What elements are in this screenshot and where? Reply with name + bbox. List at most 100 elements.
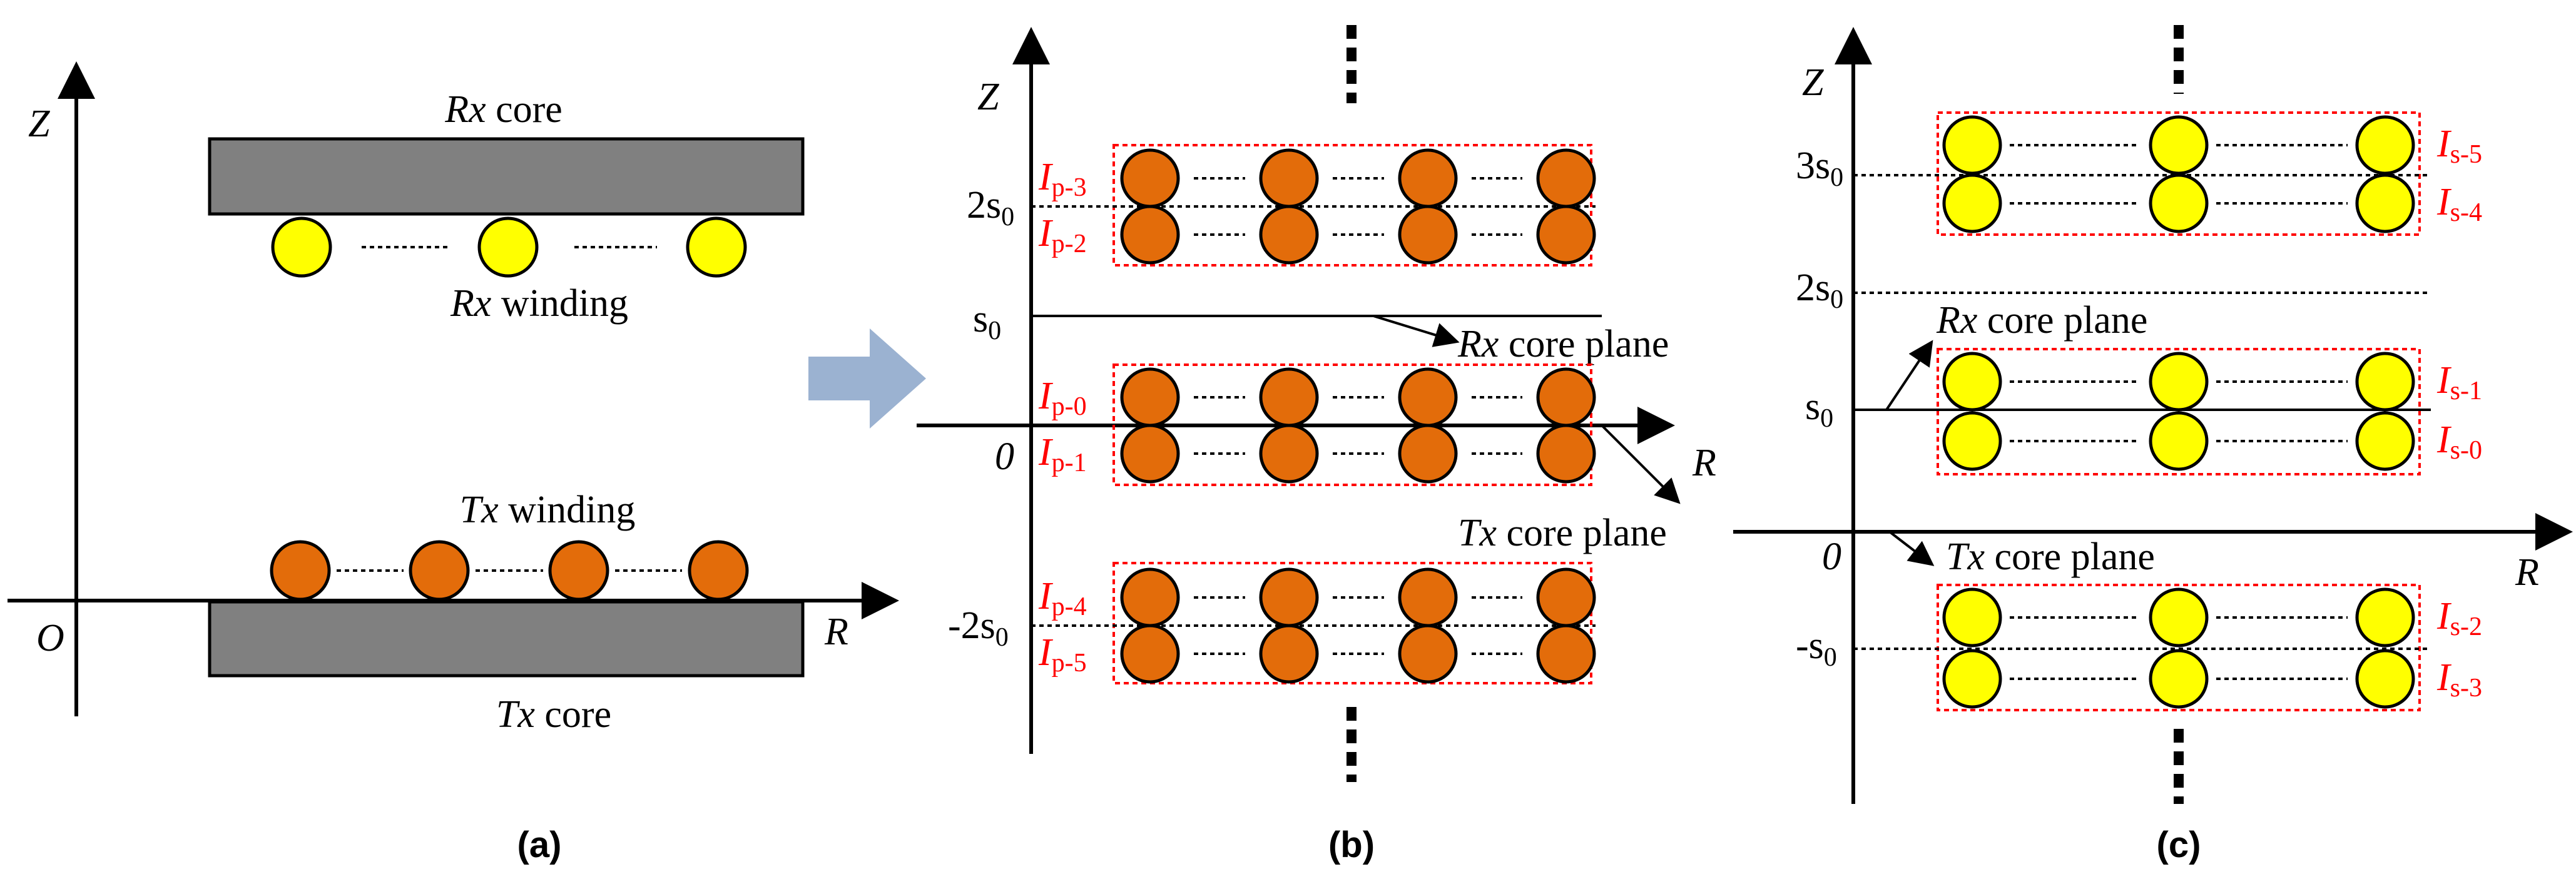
tx-conductor (548, 540, 609, 601)
z-axis-label: Z (1802, 61, 1824, 104)
image-pair-box (1937, 111, 2421, 236)
conductor (1398, 567, 1458, 628)
tx-core-plane-label: Tx core plane (1946, 536, 2155, 578)
tick-s0: s0 (1805, 385, 1833, 433)
current-label-p1: Ip-1 (1038, 431, 1087, 477)
conductor (1398, 367, 1458, 427)
conductor (1942, 587, 2002, 648)
tick-neg-s0: -s0 (1796, 624, 1837, 672)
conductor (2149, 115, 2209, 175)
current-label-s5: Is-5 (2436, 123, 2482, 169)
tx-core-label: Tx core (496, 693, 611, 736)
current-label-s2: Is-2 (2436, 595, 2482, 641)
conductor (1536, 367, 1596, 427)
caption-b: (b) (1328, 825, 1375, 865)
current-label-s3: Is-3 (2436, 656, 2482, 703)
origin-label: O (36, 617, 64, 659)
tx-core-plane-pointer (1601, 424, 1681, 504)
conductor (1398, 424, 1458, 484)
conductor-row (1942, 173, 2415, 233)
current-label-s1: Is-1 (2436, 359, 2482, 405)
conductor (1942, 411, 2002, 471)
z-axis-label: Z (28, 103, 50, 145)
conductor (2355, 411, 2415, 471)
conductor-row (1120, 367, 1596, 427)
z-axis-label: Z (977, 76, 999, 118)
conductor (2149, 587, 2209, 648)
current-label-p4: Ip-4 (1038, 575, 1087, 621)
conductor (1259, 567, 1319, 628)
conductor (2149, 173, 2209, 233)
rx-winding-label: Rx winding (450, 282, 628, 325)
transition-arrow (808, 328, 926, 429)
conductor (1120, 148, 1180, 208)
conductor (1536, 424, 1596, 484)
image-pair-box (1937, 348, 2421, 475)
zero-label: 0 (1822, 536, 1841, 578)
conductor-row (1120, 205, 1596, 265)
current-label-p3: Ip-3 (1038, 156, 1087, 202)
panel-a: Z R O Rx core Rx winding Tx winding Tx c… (8, 61, 899, 865)
rx-conductor (477, 216, 539, 278)
current-label-p5: Ip-5 (1038, 631, 1087, 678)
conductor (1536, 148, 1596, 208)
current-label-s0: Is-0 (2436, 419, 2482, 465)
conductor (1120, 205, 1180, 265)
conductor (2355, 352, 2415, 412)
rx-core-plane-label: Rx core plane (1457, 323, 1669, 365)
caption-c: (c) (2157, 825, 2201, 865)
conductor (1259, 367, 1319, 427)
conductor (1120, 367, 1180, 427)
tx-conductor (409, 540, 470, 601)
image-pair-box (1112, 562, 1592, 684)
conductor (1120, 624, 1180, 684)
r-axis-label: R (1692, 442, 1716, 484)
r-axis-label: R (824, 611, 848, 653)
panel-c: Z R 0 3s0 2s0 s0 -s0 Is-5 Is-4 Rx (1733, 25, 2573, 865)
conductor (2355, 115, 2415, 175)
conductor (2149, 411, 2209, 471)
rx-core-plane-pointer (1373, 315, 1460, 347)
tick-3s0: 3s0 (1796, 145, 1843, 192)
conductor-row (1942, 649, 2415, 709)
conductor (1536, 205, 1596, 265)
panel-b: Z R 0 2s0 s0 -2s0 Ip-3 Ip- (917, 25, 1716, 865)
r-axis-label: R (2515, 551, 2539, 594)
conductor (2149, 649, 2209, 709)
tx-core-plane-label: Tx core plane (1458, 512, 1667, 554)
conductor (1942, 173, 2002, 233)
conductor (1536, 624, 1596, 684)
tick-2s0: 2s0 (1796, 267, 1843, 314)
rx-core-plane-label: Rx core plane (1936, 299, 2147, 342)
conductor (2355, 173, 2415, 233)
conductor (1259, 624, 1319, 684)
rx-core-label: Rx core (444, 88, 563, 131)
current-label-p2: Ip-2 (1038, 212, 1087, 258)
zero-label: 0 (995, 435, 1014, 478)
conductor-row (1942, 352, 2415, 412)
conductor (1120, 424, 1180, 484)
conductor-row (1120, 424, 1596, 484)
conductor (2149, 352, 2209, 412)
current-label-p0: Ip-0 (1038, 375, 1087, 421)
conductor-row (1120, 148, 1596, 208)
conductor (2355, 587, 2415, 648)
rx-conductor (686, 216, 747, 278)
rx-core-plane-pointer (1885, 340, 1933, 411)
conductor-row (1942, 411, 2415, 471)
tick-s0: s0 (973, 298, 1001, 345)
conductor (1259, 148, 1319, 208)
tick-neg-2s0: -2s0 (948, 604, 1009, 652)
current-label-s4: Is-4 (2436, 181, 2482, 227)
conductor (1398, 205, 1458, 265)
tx-core (208, 600, 805, 678)
conductor (2355, 649, 2415, 709)
tick-2s0: 2s0 (967, 184, 1014, 231)
rx-conductor (271, 216, 332, 278)
image-pair-box (1112, 363, 1592, 486)
conductor (1259, 205, 1319, 265)
tx-core-plane-pointer (1888, 531, 1935, 566)
tx-conductor (270, 540, 331, 601)
tx-winding-label: Tx winding (460, 489, 636, 531)
